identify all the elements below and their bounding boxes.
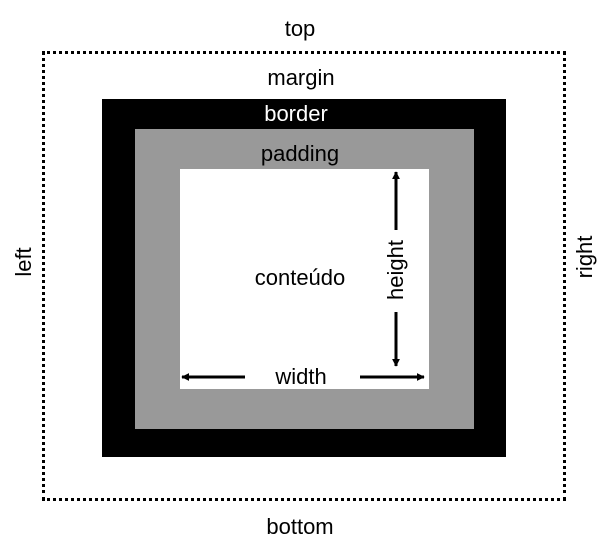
padding-label: padding — [260, 141, 340, 166]
height-label: height — [383, 236, 408, 304]
margin-label: margin — [267, 65, 335, 90]
border-label: border — [264, 101, 328, 126]
top-label: top — [284, 16, 316, 41]
width-label: width — [275, 364, 327, 389]
margin-area — [42, 51, 566, 501]
right-label: right — [572, 235, 597, 279]
content-label: conteúdo — [254, 265, 346, 290]
bottom-label: bottom — [266, 514, 334, 539]
left-label: left — [11, 247, 36, 277]
